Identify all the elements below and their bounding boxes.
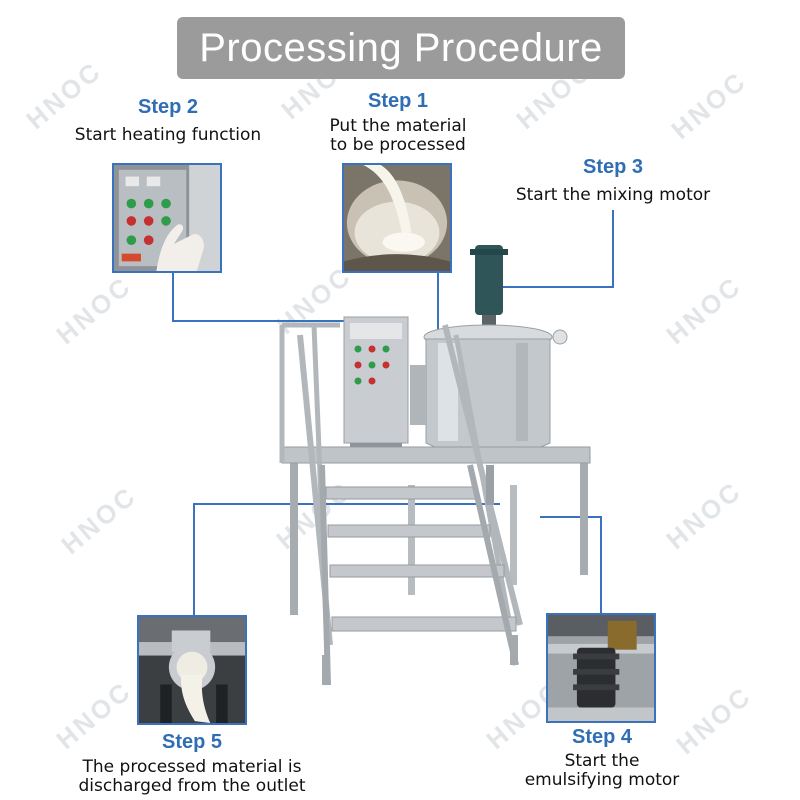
leader-line-step2 [172,272,174,322]
leader-line-step5 [193,503,195,617]
leader-line-step1 [437,272,439,332]
leader-line-step5 [193,503,500,505]
step3-description: Start the mixing motor [493,186,733,205]
step1-description: Put the material to be processed [298,117,498,155]
watermark-text: HNOC [50,270,138,351]
step3-desc-line: Start the mixing motor [515,185,711,205]
page-title: Processing Procedure [199,25,603,70]
step4-desc-line: Start the [564,751,640,771]
title-banner: Processing Procedure [177,17,625,79]
watermark-text: HNOC [55,480,143,561]
step2-title: Step 2 [137,96,199,118]
step5-title: Step 5 [161,731,223,753]
step4-desc-line: emulsifying motor [524,770,680,790]
leader-line-step3 [500,286,614,288]
watermark-text: HNOC [660,475,748,556]
step2-control-panel-photo [112,163,222,273]
step1-title: Step 1 [367,90,429,112]
watermark-text: HNOC [665,65,753,146]
leader-line-step4 [540,516,602,518]
leader-line-step4 [600,516,602,614]
step2-desc-line: Start heating function [74,125,262,145]
watermark-text: HNOC [660,270,748,351]
step5-desc-line: discharged from the outlet [78,776,306,796]
step5-description: The processed material is discharged fro… [32,758,352,796]
watermark-text: HNOC [50,675,138,756]
step5-outlet-photo [137,615,247,725]
step4-description: Start the emulsifying motor [502,752,702,790]
leader-line-step2 [172,320,372,322]
watermark-text: HNOC [20,55,108,136]
step1-desc-line: Put the material [329,116,467,136]
step2-description: Start heating function [48,126,288,145]
step1-desc-line: to be processed [330,135,466,155]
watermark-text: HNOC [670,680,758,761]
step3-title: Step 3 [582,156,644,178]
step4-title: Step 4 [571,726,633,748]
mixing-tank-machine-illustration [260,225,600,695]
step5-desc-line: The processed material is [82,757,302,777]
leader-line-step3 [612,210,614,288]
step4-emulsifying-motor-photo [546,613,656,723]
step1-material-photo [342,163,452,273]
